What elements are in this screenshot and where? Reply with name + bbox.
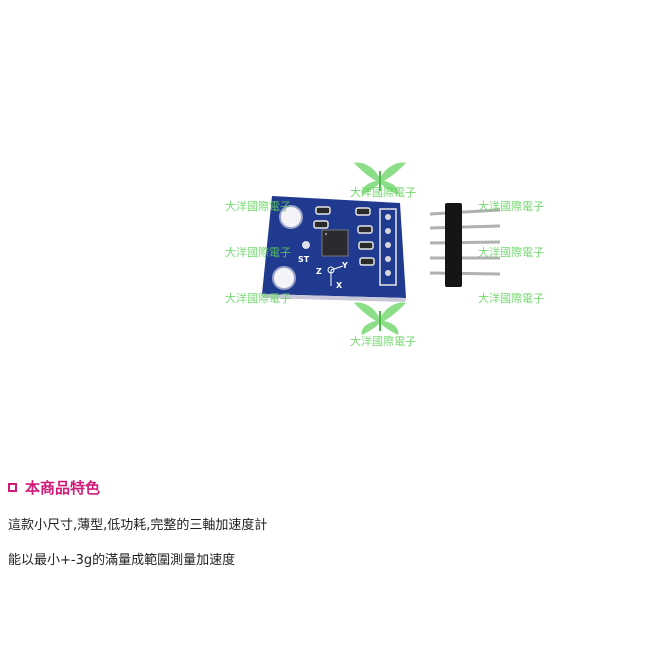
watermark-text: 大洋國際電子 [225, 199, 291, 213]
pin-header [429, 203, 501, 287]
watermark-text: 大洋國際電子 [350, 185, 416, 199]
watermark-text: 大洋國際電子 [225, 291, 291, 305]
watermark-text: 大洋國際電子 [478, 245, 544, 259]
product-photo: ST Z Y X 大洋國際電子 大洋國際電子 大洋國際電子 [225, 162, 544, 348]
axis-z-label: Z [316, 267, 322, 276]
accelerometer-board: ST Z Y X [262, 196, 406, 302]
feature-line: 能以最小+-3g的滿量成範圍測量加速度 [8, 553, 236, 568]
features-heading: 本商品特色 [8, 477, 100, 497]
watermark-text: 大洋國際電子 [478, 199, 544, 213]
square-bullet-icon [8, 482, 17, 492]
mounting-hole [279, 205, 303, 229]
axis-x-label: X [336, 281, 343, 290]
watermark-text: 大洋國際電子 [478, 291, 544, 305]
watermark-text: 大洋國際電子 [225, 245, 291, 259]
mounting-hole [272, 266, 296, 290]
watermark-text: 大洋國際電子 [350, 334, 416, 348]
butterfly-logo-icon [354, 302, 406, 335]
features-heading-text: 本商品特色 [25, 478, 101, 497]
axis-y-label: Y [341, 261, 348, 270]
butterfly-logo-icon [354, 162, 406, 195]
silkscreen-st-label: ST [298, 255, 310, 264]
feature-line: 這款小尺寸,薄型,低功耗,完整的三軸加速度計 [8, 518, 268, 533]
